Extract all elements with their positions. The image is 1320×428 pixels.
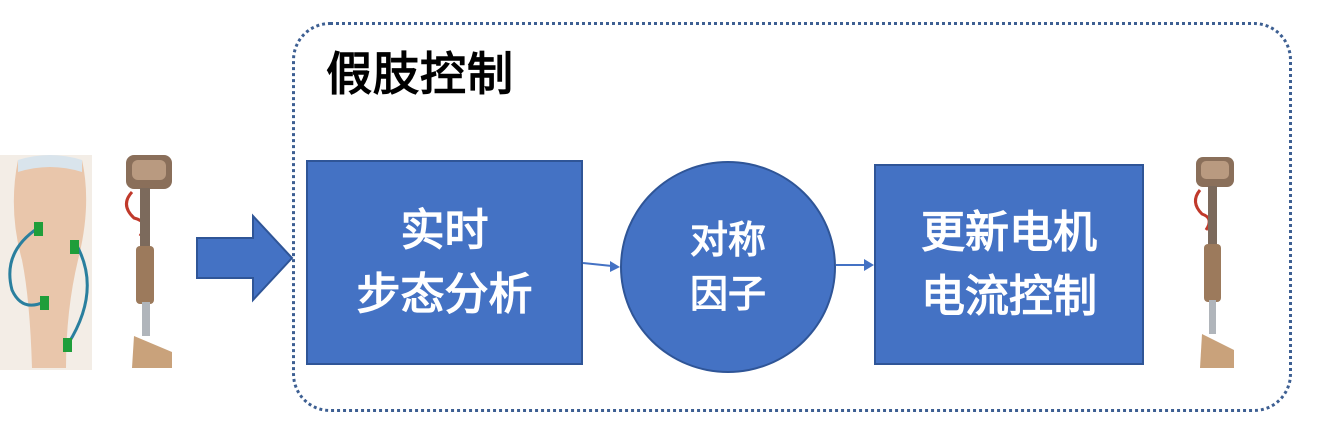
step-gait-analysis: 实时 步态分析	[306, 160, 583, 365]
arrow-step2-to-step3	[836, 259, 874, 271]
step-update-motor-current-line2: 电流控制	[921, 270, 1097, 322]
step-symmetry-factor-line2: 因子	[689, 272, 766, 316]
step-gait-analysis-line2: 步态分析	[356, 268, 533, 320]
frame-title: 假肢控制	[326, 47, 514, 101]
prosthesis-control-frame	[292, 22, 1292, 412]
step-update-motor-current-line1: 更新电机	[921, 206, 1097, 258]
step-update-motor-current: 更新电机 电流控制	[874, 164, 1144, 365]
block-arrow-right-icon	[196, 213, 294, 303]
arrow-step1-to-step2	[582, 261, 620, 272]
step-symmetry-factor-line1: 对称	[689, 218, 766, 262]
step-symmetry-factor: 对称 因子	[620, 161, 836, 373]
prosthetic-leg-icon	[125, 155, 172, 368]
leg-illustration	[0, 155, 92, 370]
prosthetic-leg-output-icon	[1194, 157, 1234, 368]
step-gait-analysis-line1: 实时	[400, 204, 489, 256]
